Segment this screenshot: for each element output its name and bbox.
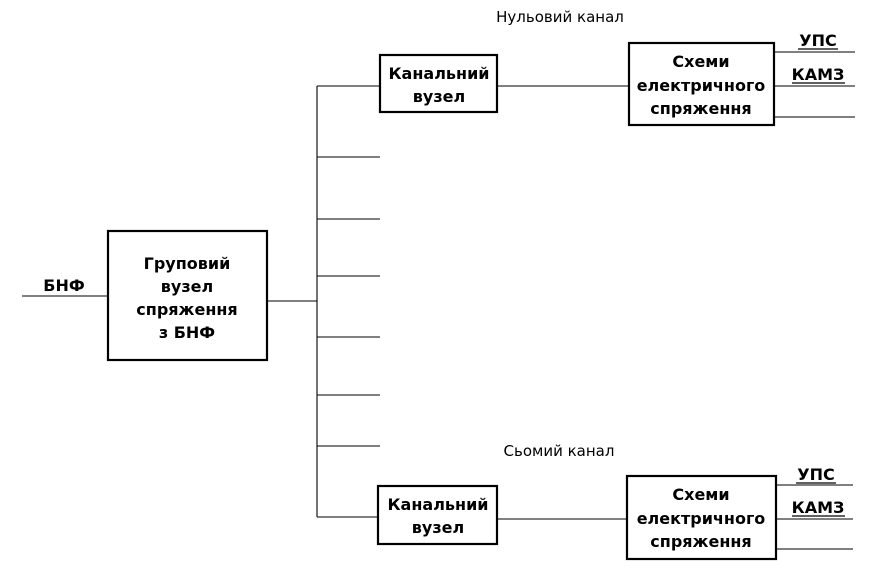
channel-0-circuit-line-2: електричного [637,76,766,95]
channel-0-output-kamz-label: КАМЗ [792,65,845,84]
group-node-line-1: Груповий [144,254,231,273]
channel-0-node-line-1: Канальний [388,64,489,83]
channel-7-node-box [376,484,499,546]
input-label: БНФ [43,276,85,295]
group-node-line-2: вузел [161,277,213,296]
group-node-line-4: з БНФ [159,323,215,342]
channel-0-output-ups-label: УПС [799,31,836,50]
channel-0-circuit-box [627,41,776,127]
channel-7-output-ups-label: УПС [797,465,834,484]
channel-0-node-box [378,53,499,114]
channel-7-node-line-2: вузел [412,518,464,537]
group-node-box [106,229,269,362]
channel-7-circuit-box [625,474,778,561]
channel-0-circuit-line-3: спряження [650,99,751,118]
channel-7-node-line-1: Канальний [387,495,488,514]
channel-0-circuit-line-1: Схеми [672,52,729,71]
channel-0-caption: Нульовий канал [496,8,624,26]
channel-7-circuit-line-2: електричного [637,509,766,528]
channel-7-output-kamz-label: КАМЗ [792,498,845,517]
channel-7-circuit-line-1: Схеми [672,485,729,504]
channel-7-caption: Сьомий канал [504,442,615,460]
channel-0-node-line-2: вузел [413,87,465,106]
channel-7-circuit-line-3: спряження [650,532,751,551]
group-node-line-3: спряження [136,300,237,319]
